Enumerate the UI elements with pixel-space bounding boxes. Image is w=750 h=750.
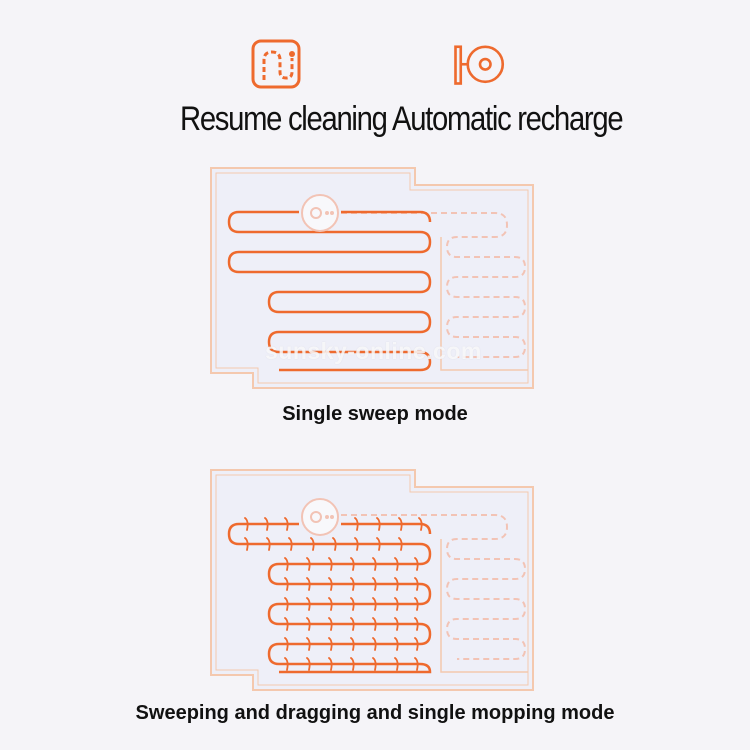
automatic-recharge-label: Automatic recharge bbox=[392, 100, 624, 138]
sweep-and-mop-caption: Sweeping and dragging and single mopping… bbox=[135, 702, 615, 724]
watermark: sunsky-online.com bbox=[265, 338, 482, 364]
mop-ticks bbox=[244, 517, 423, 671]
single-sweep-caption: Single sweep mode bbox=[282, 403, 468, 425]
sweep-path bbox=[227, 522, 432, 674]
sweep-and-mop-map bbox=[210, 469, 534, 691]
sweep-path bbox=[227, 210, 432, 372]
single-sweep-map bbox=[210, 167, 534, 389]
automatic-recharge-icon bbox=[454, 45, 505, 85]
resume-cleaning-label: Resume cleaning bbox=[180, 100, 388, 138]
resume-cleaning-icon bbox=[251, 39, 301, 89]
robot-icon bbox=[301, 498, 339, 536]
robot-icon bbox=[301, 194, 339, 232]
